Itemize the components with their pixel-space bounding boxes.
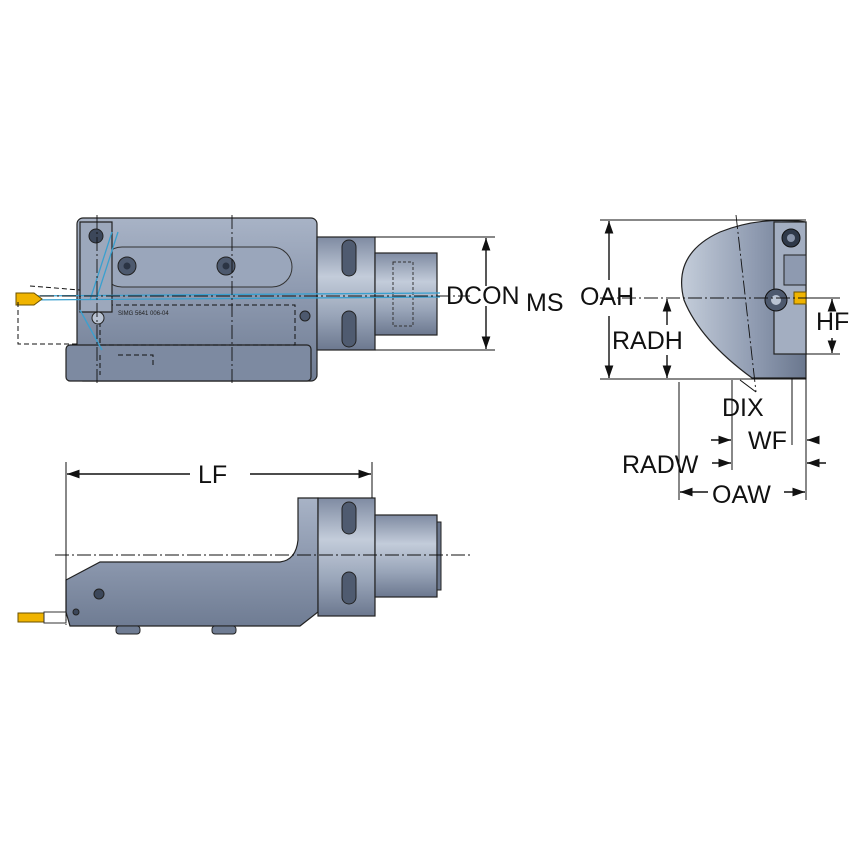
top-view: SIMG 5641 006-04 DCON MS — [15, 215, 564, 385]
side-view: LF — [17, 461, 470, 635]
cutting-insert — [15, 292, 43, 306]
side-body — [65, 497, 319, 627]
top-body-rear-step — [65, 344, 312, 382]
dcon-label: DCON — [446, 282, 520, 310]
top-clamp-head — [79, 221, 113, 313]
oaw-label: OAW — [712, 481, 771, 509]
ms-label: MS — [526, 289, 564, 317]
part-marking: SIMG 5641 006-04 — [118, 311, 169, 317]
hf-label: HF — [816, 308, 849, 336]
lf-label: LF — [198, 461, 227, 489]
radw-label: RADW — [622, 451, 699, 479]
oah-label: OAH — [580, 283, 634, 311]
top-shank-ring — [392, 261, 414, 327]
dix-label: DIX — [722, 394, 764, 422]
screw-icon — [299, 310, 311, 322]
top-flange-slot-lower — [341, 310, 357, 348]
top-flange-slot-upper — [341, 239, 357, 277]
side-cutting-insert — [17, 612, 47, 623]
side-shank — [374, 514, 438, 598]
screw-icon — [93, 588, 105, 600]
end-view: OAH RADH HF DIX WF RADW OAW — [580, 214, 849, 509]
radh-label: RADH — [612, 327, 683, 355]
wf-label: WF — [748, 427, 787, 455]
